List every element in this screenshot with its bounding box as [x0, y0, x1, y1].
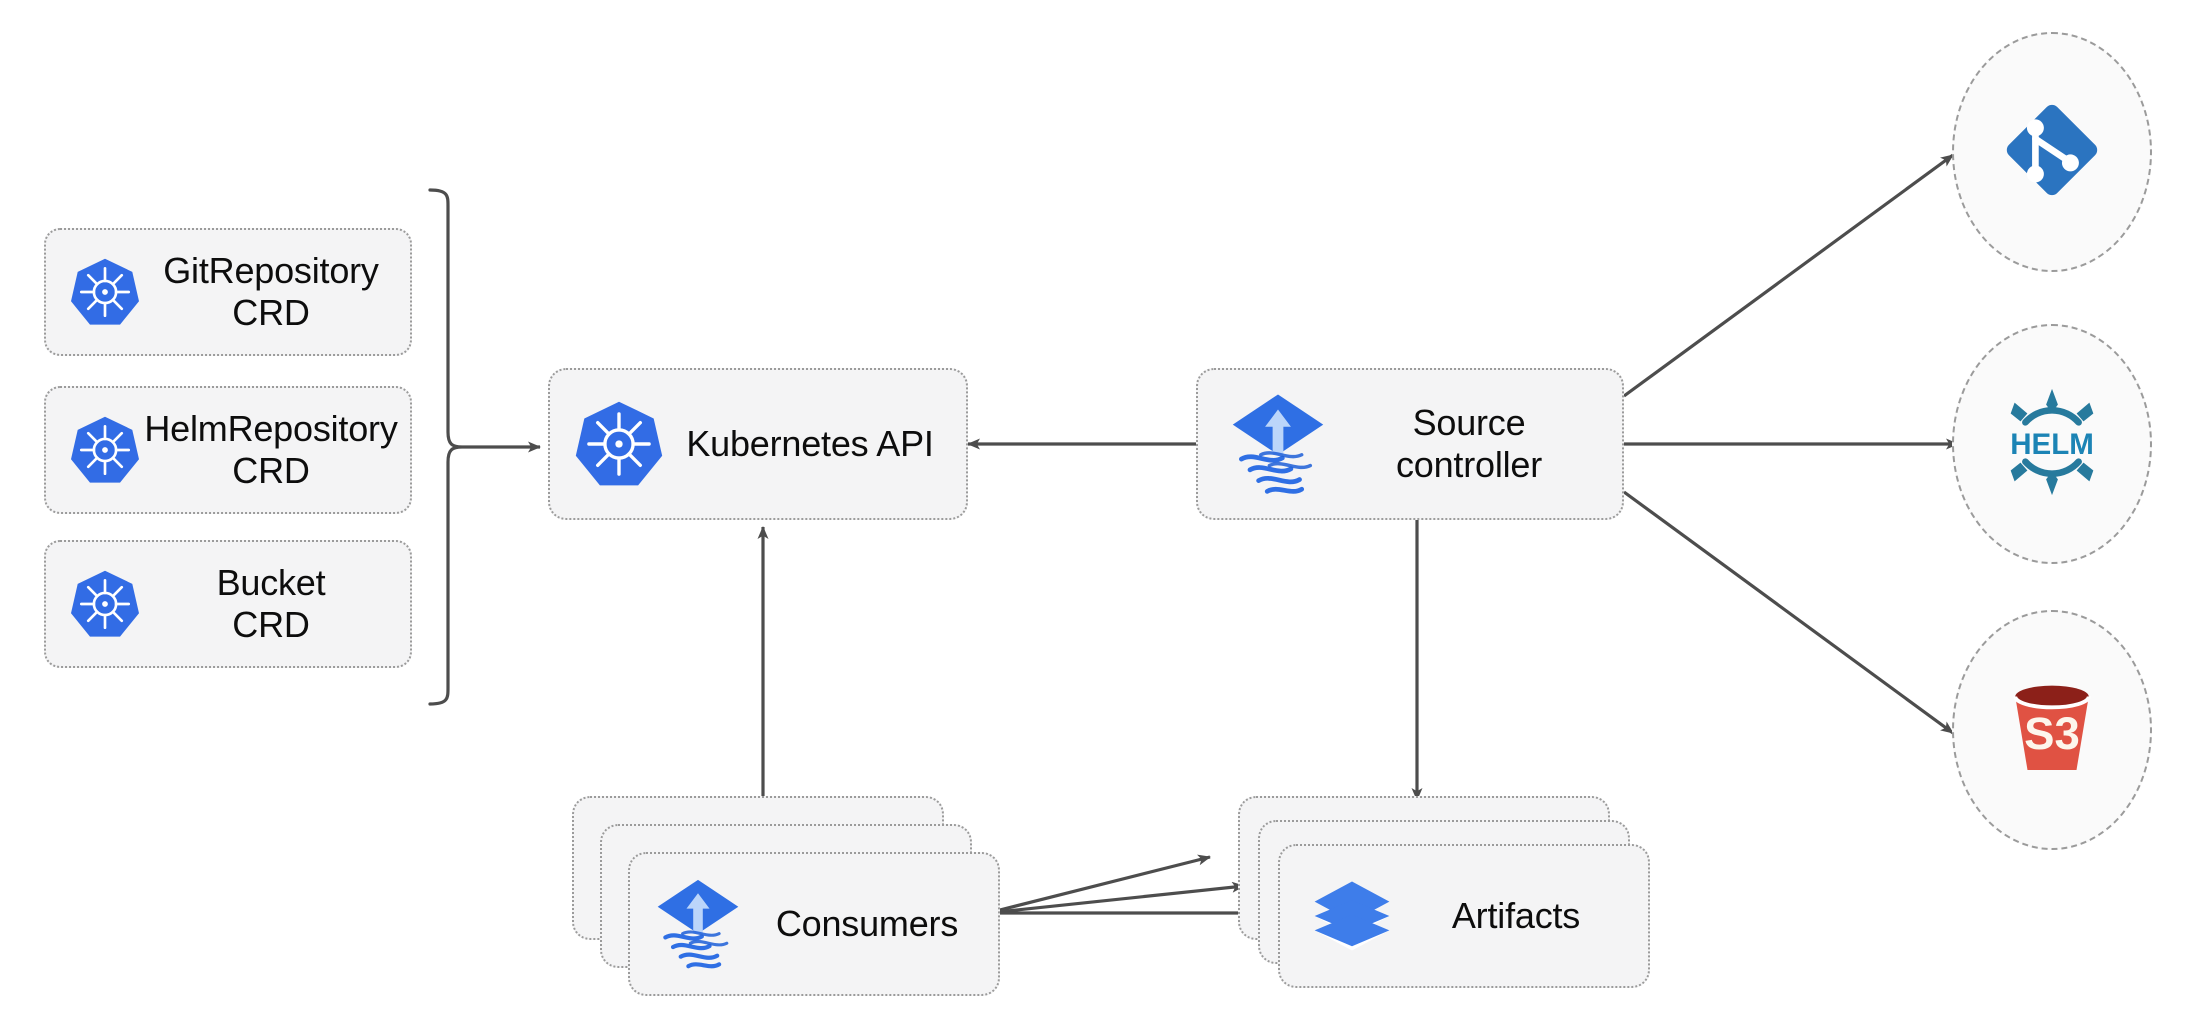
layers-icon [1306, 870, 1398, 962]
kubernetes-icon [68, 413, 142, 487]
helm-wordmark: HELM [2010, 427, 2094, 460]
kubernetes-icon [572, 397, 666, 491]
s3-icon: S3 [1996, 672, 2108, 789]
flux-icon [1224, 388, 1332, 500]
node-kubernetes-api[interactable]: Kubernetes API [548, 368, 968, 520]
kubernetes-icon [68, 255, 142, 329]
kubernetes-icon [68, 567, 142, 641]
crd-label: Bucket CRD [216, 561, 326, 645]
node-consumers[interactable]: Consumers [628, 852, 1000, 996]
node-source-controller[interactable]: Source controller [1196, 368, 1624, 520]
node-label: Artifacts [1451, 894, 1581, 936]
arrows-source-to-endpoints [1623, 153, 1959, 735]
node-label: Kubernetes API [686, 422, 934, 464]
endpoint-helm[interactable]: HELM [1952, 324, 2152, 564]
flux-icon [650, 874, 746, 974]
crd-group-brace [428, 188, 541, 706]
crd-box-git-repository[interactable]: GitRepository CRD [44, 228, 412, 356]
crd-label: HelmRepository CRD [144, 407, 398, 491]
arrows-consumers-to-artifacts [987, 854, 1279, 919]
git-icon [1993, 91, 2111, 214]
node-label: Source controller [1395, 401, 1543, 485]
endpoint-s3[interactable]: S3 [1952, 610, 2152, 850]
crd-label: GitRepository CRD [163, 249, 379, 333]
helm-icon: HELM [1989, 379, 2115, 510]
node-artifacts[interactable]: Artifacts [1278, 844, 1650, 988]
crd-box-helm-repository[interactable]: HelmRepository CRD [44, 386, 412, 514]
s3-wordmark: S3 [2024, 708, 2080, 759]
node-label: Consumers [775, 902, 959, 944]
endpoint-git[interactable] [1952, 32, 2152, 272]
crd-box-bucket[interactable]: Bucket CRD [44, 540, 412, 668]
